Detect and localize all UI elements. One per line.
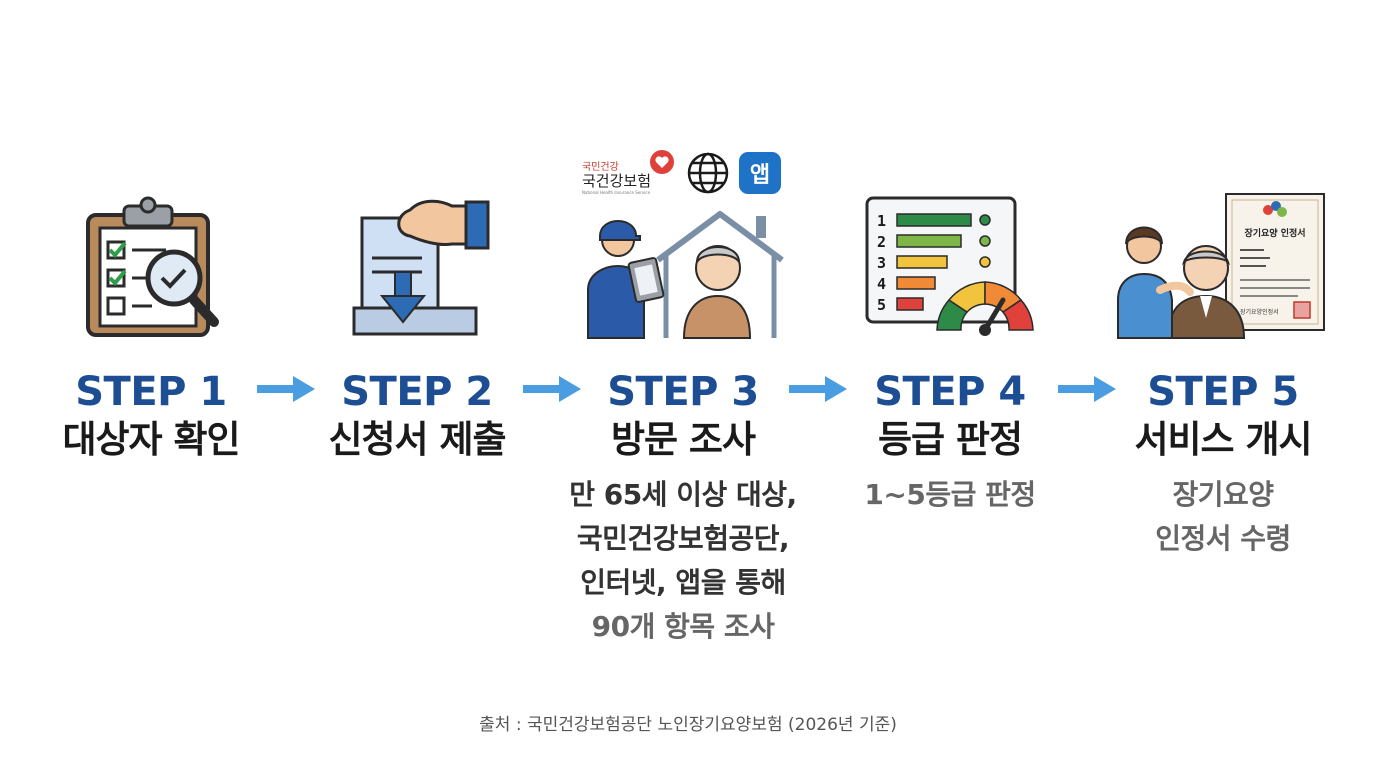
desc-line: 인정서 수령 — [1155, 522, 1291, 555]
logo-sub-text: National Health Insurance Service — [582, 190, 651, 195]
desc-line: 1~5등급 판정 — [864, 478, 1036, 511]
logo-small-text: 국민건강 — [582, 161, 619, 173]
desc-line: 만 65세 이상 대상, — [569, 478, 797, 511]
app-icon — [739, 152, 781, 194]
desc-line: 국민건강보험공단, — [576, 522, 790, 555]
app-badge-text: 앱 — [750, 163, 770, 188]
arrow-right-icon — [523, 376, 581, 402]
source-caption: 출처 : 국민건강보험공단 노인장기요양보험 (2026년 기준) — [479, 715, 897, 735]
grade-number: 3 — [877, 254, 886, 272]
step-description: 1~5등급 판정 — [825, 473, 1075, 517]
step-label: STEP 3 — [607, 369, 759, 415]
home-visit-icon: 국민건강 국건강보험 National Health Insurance Ser… — [582, 150, 784, 339]
step-label: STEP 5 — [1147, 369, 1299, 415]
step-3: 국민건강 국건강보험 National Health Insurance Ser… — [558, 150, 808, 649]
certificate-care-icon: 장기요양 인정서 장기요양인정서 — [1117, 193, 1325, 339]
step-5: 장기요양 인정서 장기요양인정서 STEP 5 서비스 개시 장기요양 인정서 … — [1098, 150, 1348, 561]
step-1: STEP 1 대상자 확인 — [26, 150, 276, 463]
step-title: 등급 판정 — [877, 418, 1023, 461]
grade-gauge-icon: 1 2 3 4 5 — [865, 196, 1034, 336]
grade-number: 1 — [877, 212, 886, 230]
logo-main-text: 국건강보험 — [582, 172, 651, 190]
arrow-right-icon — [789, 376, 847, 402]
step-label: STEP 2 — [341, 369, 493, 415]
step-4: 1 2 3 4 5 STEP 4 등급 판정 1~5등급 판정 — [825, 150, 1075, 517]
arrow-right-icon — [1058, 376, 1116, 402]
desc-line: 90개 항목 조사 — [591, 610, 775, 643]
step-label: STEP 4 — [874, 369, 1026, 415]
desc-line: 장기요양 — [1172, 478, 1274, 511]
step-title: 대상자 확인 — [62, 418, 240, 461]
heart-icon — [650, 150, 674, 174]
grade-number: 4 — [877, 275, 886, 293]
globe-icon — [687, 152, 729, 194]
step-label: STEP 1 — [75, 369, 227, 415]
clipboard-checklist-icon — [86, 196, 219, 337]
step-title: 방문 조사 — [610, 418, 756, 461]
grade-number: 2 — [877, 233, 886, 251]
document-submit-icon — [352, 199, 490, 336]
step-title: 신청서 제출 — [328, 418, 506, 461]
step-description: 만 65세 이상 대상, 국민건강보험공단, 인터넷, 앱을 통해 90개 항목… — [558, 473, 808, 649]
step-description: 장기요양 인정서 수령 — [1098, 473, 1348, 561]
step-2: STEP 2 신청서 제출 — [292, 150, 542, 463]
grade-number: 5 — [877, 296, 886, 314]
desc-line: 인터넷, 앱을 통해 — [580, 566, 786, 599]
cert-title: 장기요양 인정서 — [1244, 227, 1305, 239]
arrow-right-icon — [257, 376, 315, 402]
cert-footer: 장기요양인정서 — [1240, 308, 1279, 316]
step-title: 서비스 개시 — [1134, 418, 1312, 461]
